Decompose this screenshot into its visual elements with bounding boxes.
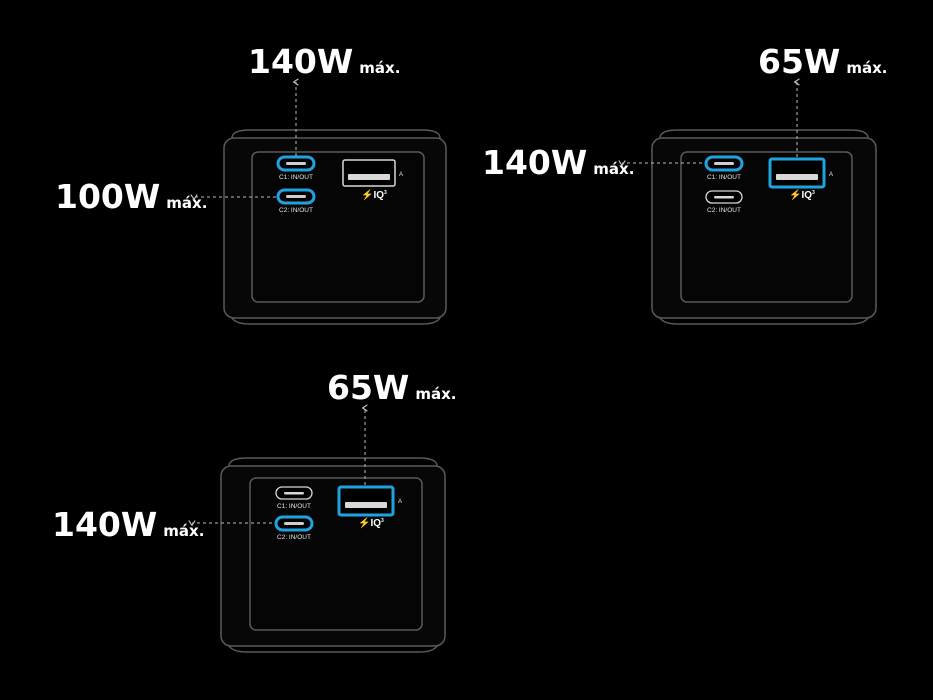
usb-c1-label: C1: IN/OUT — [707, 174, 741, 181]
usb-a-label: A — [398, 499, 402, 505]
charger-face-plate — [680, 151, 853, 303]
usb-a-port — [768, 157, 826, 189]
usb-a-label: A — [829, 172, 833, 178]
usb-c1-label: C1: IN/OUT — [277, 503, 311, 510]
usb-a-port — [337, 485, 395, 517]
usb-c2-label: C2: IN/OUT — [277, 534, 311, 541]
iq-logo: ⚡IQ3 — [361, 188, 387, 201]
usb-a-label: A — [399, 172, 403, 178]
usb-a-port — [342, 159, 396, 187]
usb-c1-label: C1: IN/OUT — [279, 174, 313, 181]
iq-logo: ⚡IQ3 — [358, 516, 384, 529]
iq-logo: ⚡IQ3 — [789, 188, 815, 201]
usb-c2-label: C2: IN/OUT — [707, 207, 741, 214]
charger-face-plate — [249, 477, 423, 631]
charger-top-rim — [231, 129, 441, 139]
usb-c2-label: C2: IN/OUT — [279, 207, 313, 214]
